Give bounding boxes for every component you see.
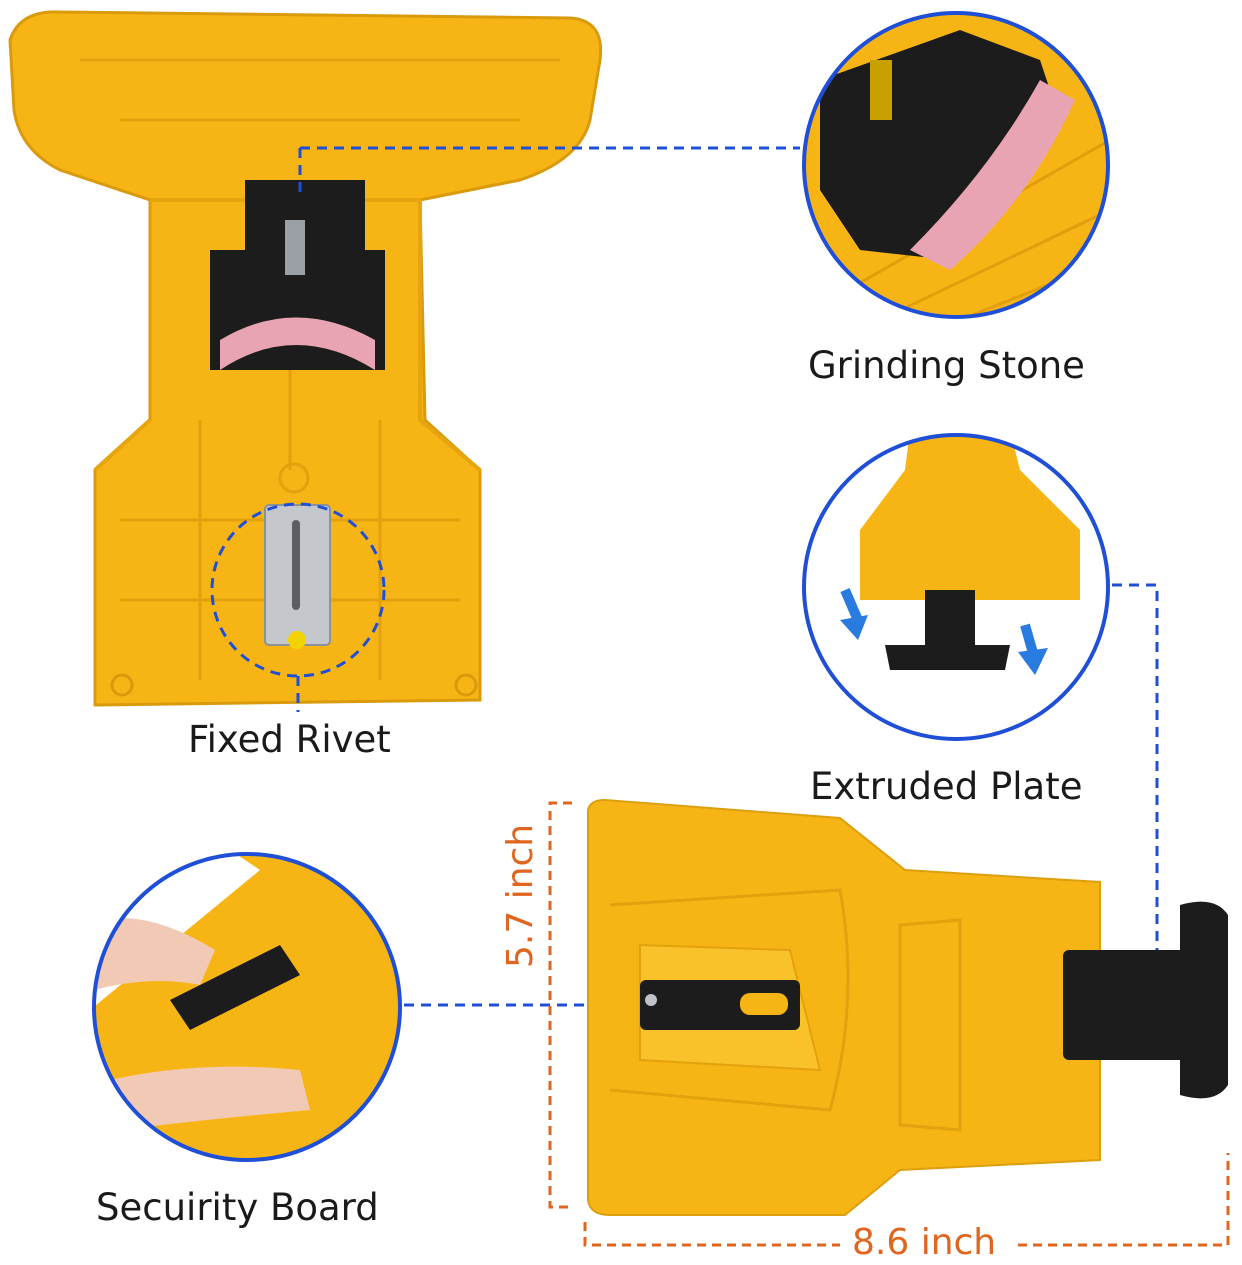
dimension-width: 8.6 inch [852,1222,997,1263]
label-security-board: Secuirity Board [96,1186,379,1229]
dimension-height: 5.7 inch [500,823,541,968]
dimension-lines [548,801,1230,1247]
label-extruded-plate: Extruded Plate [810,765,1083,808]
sharpener-closed-view [587,798,1228,1216]
label-fixed-rivet: Fixed Rivet [188,718,391,761]
sharpener-open-view [8,10,603,707]
extruded-plate-inset [802,433,1110,741]
label-grinding-stone: Grinding Stone [808,344,1085,387]
grinding-stone-inset [802,11,1110,319]
security-board-inset [92,852,402,1162]
